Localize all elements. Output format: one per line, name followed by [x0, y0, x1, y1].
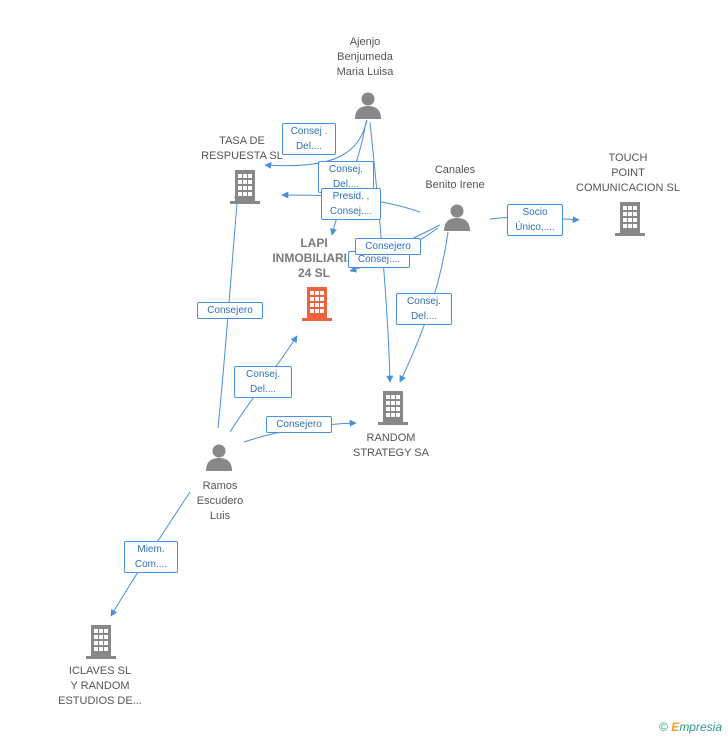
edge-label-ajenjo-lapi[interactable]: Consej. Del....	[318, 161, 374, 193]
node-label-lapi[interactable]: LAPI INMOBILIARIA 24 SL	[272, 236, 356, 280]
edge-label-ramos-random[interactable]: Consejero	[266, 416, 332, 433]
node-label-ajenjo[interactable]: Ajenjo Benjumeda Maria Luisa	[336, 36, 394, 78]
edge-label-canales-lapi-1[interactable]: Consejero	[355, 238, 421, 255]
copyright-symbol: ©	[659, 720, 668, 734]
edge-label-ramos-iclaves[interactable]: Miem. Com....	[124, 541, 178, 573]
node-label-tasa[interactable]: TASA DE RESPUESTA SL	[201, 135, 283, 162]
node-label-random[interactable]: RANDOM STRATEGY SA	[352, 432, 429, 459]
node-label-iclaves[interactable]: ICLAVES SL Y RANDOM ESTUDIOS DE...	[58, 665, 142, 707]
edge-label-canales-random[interactable]: Consej. Del....	[396, 293, 452, 325]
node-label-ramos[interactable]: Ramos Escudero Luis	[196, 480, 244, 522]
building-icon[interactable]	[86, 625, 116, 659]
empresia-credit[interactable]: © Empresia	[659, 720, 722, 734]
building-icon[interactable]	[230, 170, 260, 204]
edge-label-canales-tasa[interactable]: Presid. , Consej....	[321, 188, 381, 220]
person-icon[interactable]	[355, 92, 381, 120]
person-icon[interactable]	[206, 444, 232, 472]
edge-ajenjo-tasa	[264, 119, 368, 169]
edge-label-ajenjo-tasa[interactable]: Consej . Del....	[282, 123, 336, 155]
edge-label-ramos-lapi[interactable]: Consej. Del....	[234, 366, 292, 398]
empresia-logo-initial: E	[671, 720, 680, 734]
person-icon[interactable]	[444, 204, 470, 232]
edge-label-ramos-tasa[interactable]: Consejero	[197, 302, 263, 319]
node-label-touch[interactable]: TOUCH POINT COMUNICACION SL	[576, 152, 680, 194]
building-icon[interactable]	[302, 287, 332, 321]
edge-label-canales-touch[interactable]: Socio Único,....	[507, 204, 563, 236]
building-icon[interactable]	[378, 391, 408, 425]
empresia-logo-text: mpresia	[679, 720, 722, 734]
building-icon[interactable]	[615, 202, 645, 236]
node-label-canales[interactable]: Canales Benito Irene	[425, 164, 485, 191]
